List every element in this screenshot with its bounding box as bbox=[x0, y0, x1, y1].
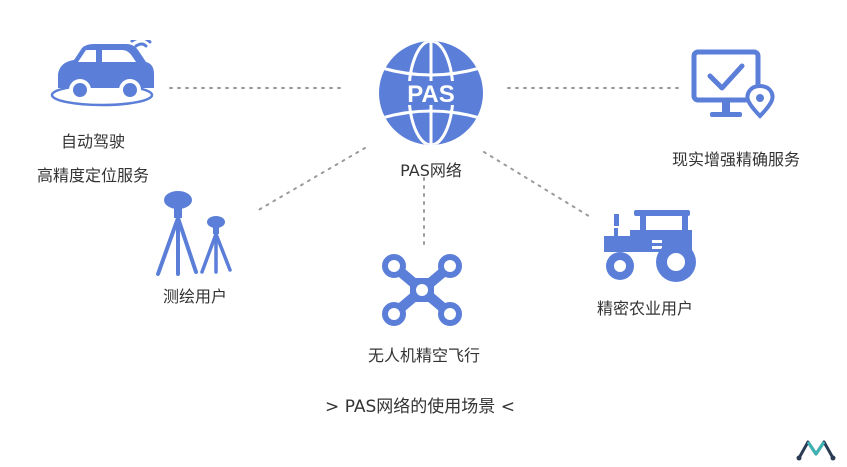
globe-pas-icon: PAS bbox=[379, 41, 483, 145]
autonomous-label-line2: 高精度定位服务 bbox=[36, 166, 150, 185]
connector-survey bbox=[254, 147, 366, 213]
tractor-icon bbox=[604, 210, 696, 282]
monitor-check-location-icon bbox=[691, 49, 775, 119]
footer-caption: > PAS网络的使用场景 < bbox=[325, 397, 515, 417]
drone-icon bbox=[382, 254, 462, 326]
drone-label: 无人机精空飞行 bbox=[367, 346, 481, 365]
ar-label: 现实增强精确服务 bbox=[671, 150, 801, 169]
survey-tripod-icon bbox=[156, 191, 232, 276]
car-icon bbox=[50, 40, 154, 107]
survey-label: 测绘用户 bbox=[162, 287, 228, 306]
autonomous-label-line1: 自动驾驶 bbox=[60, 132, 126, 151]
center-label: PAS网络 bbox=[400, 161, 462, 180]
globe-badge-text: PAS bbox=[407, 81, 455, 108]
agri-label: 精密农业用户 bbox=[596, 299, 694, 318]
brand-logo-icon bbox=[796, 440, 836, 461]
connector-agri bbox=[483, 151, 593, 219]
